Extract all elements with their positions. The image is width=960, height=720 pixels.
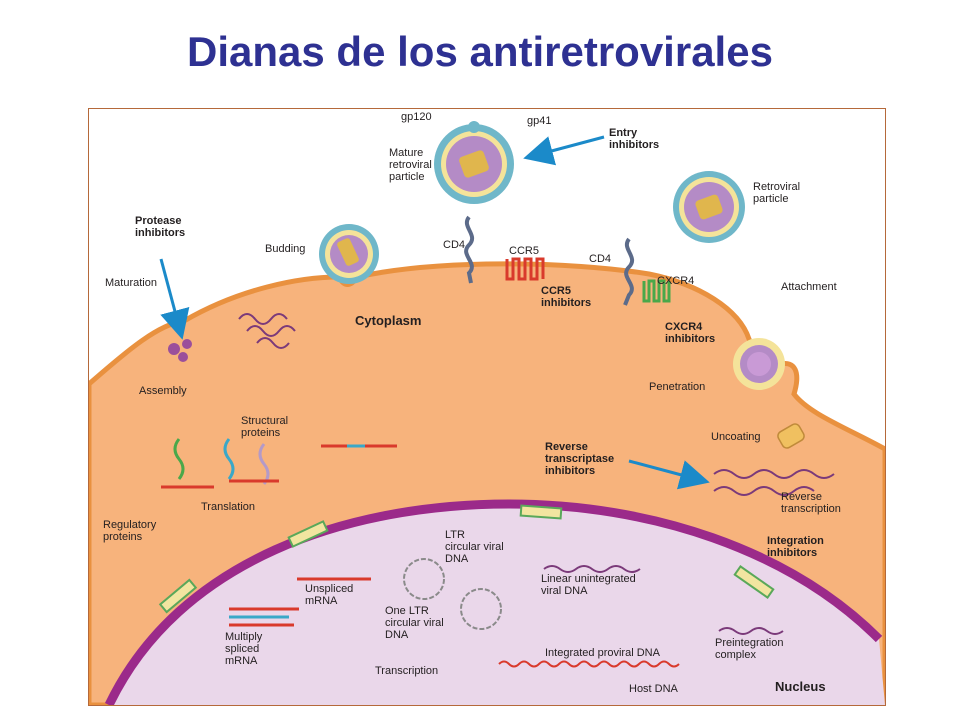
assembly-label: Assembly <box>139 385 187 397</box>
inhibitor-arrows <box>159 135 710 490</box>
slide-title: Dianas de los antiretrovirales <box>187 28 773 75</box>
nucleus <box>109 504 885 705</box>
one-ltr-circular-label: One LTR circular viral DNA <box>385 605 444 641</box>
cxcr4-receptor <box>642 279 671 303</box>
reverse-transcription-label: Reverse transcription <box>781 491 841 515</box>
structural-proteins-label: Structural proteins <box>241 415 289 439</box>
retroviral-particle <box>673 171 745 243</box>
cxcr4-label: CXCR4 <box>657 275 695 287</box>
gp120-label: gp120 <box>401 111 432 123</box>
ltr-circular-label: LTR circular viral DNA <box>445 529 504 565</box>
linear-unintegrated-label: Linear unintegrated viral DNA <box>541 573 636 597</box>
hiv-lifecycle-diagram: gp120 gp41 Mature retroviral particle En… <box>88 108 886 706</box>
one-ltr-circular-dna <box>460 588 502 630</box>
penetration-label: Penetration <box>649 381 706 393</box>
protease-inhibitors-label: Protease inhibitors <box>135 215 186 239</box>
nuclear-pores <box>158 504 775 614</box>
cd4-receptor-a <box>464 215 475 284</box>
ccr5-inhibitors-label: CCR5 inhibitors <box>541 285 592 309</box>
ltr-circular-dna <box>403 558 445 600</box>
nuclear-envelope <box>104 499 883 705</box>
budding-label: Budding <box>265 243 306 255</box>
multiply-spliced-label: Multiply spliced mRNA <box>225 631 263 667</box>
attachment-label: Attachment <box>781 281 837 293</box>
cd4-label-b: CD4 <box>589 253 612 265</box>
viral-rna-strands <box>238 313 835 635</box>
uncoating-label: Uncoating <box>711 431 761 443</box>
uncoating-capsid <box>777 423 805 449</box>
integrated-proviral-label: Integrated proviral DNA <box>545 647 660 659</box>
ccr5-receptor <box>505 257 545 281</box>
rt-inhibitors-label: Reverse transcriptase inhibitors <box>545 441 615 477</box>
translation-proteins <box>173 438 279 485</box>
regulatory-proteins-label: Regulatory proteins <box>103 519 157 543</box>
maturation-label: Maturation <box>105 277 157 289</box>
gp41-label: gp41 <box>527 115 552 127</box>
integrated-proviral-dna <box>498 660 680 668</box>
translation-label: Translation <box>201 501 256 513</box>
entry-inhibitors-label: Entry inhibitors <box>609 127 660 151</box>
host-dna-label: Host DNA <box>629 683 678 695</box>
preintegration-complex-label: Preintegration complex <box>715 637 784 661</box>
mature-particle-label: Mature retroviral particle <box>389 147 432 183</box>
retroviral-particle-label: Retroviral particle <box>753 181 801 205</box>
cd4-label-a: CD4 <box>443 239 466 251</box>
assembly-particles <box>168 339 192 362</box>
nucleus-label: Nucleus <box>775 679 826 694</box>
unspliced-mrna-label: Unspliced mRNA <box>305 583 354 607</box>
budding-virus <box>319 224 379 284</box>
mature-retroviral-particle <box>434 121 514 204</box>
penetrating-virus <box>733 338 785 390</box>
cd4-receptor-b <box>623 237 635 306</box>
diagram-artwork <box>89 121 885 705</box>
cytoplasm-label: Cytoplasm <box>355 313 422 328</box>
cxcr4-inhibitors-label: CXCR4 inhibitors <box>665 321 716 345</box>
ccr5-label: CCR5 <box>509 245 539 257</box>
transcription-label: Transcription <box>375 665 439 677</box>
mrna-strands <box>161 444 397 627</box>
integration-inhibitors-label: Integration inhibitors <box>767 535 824 559</box>
